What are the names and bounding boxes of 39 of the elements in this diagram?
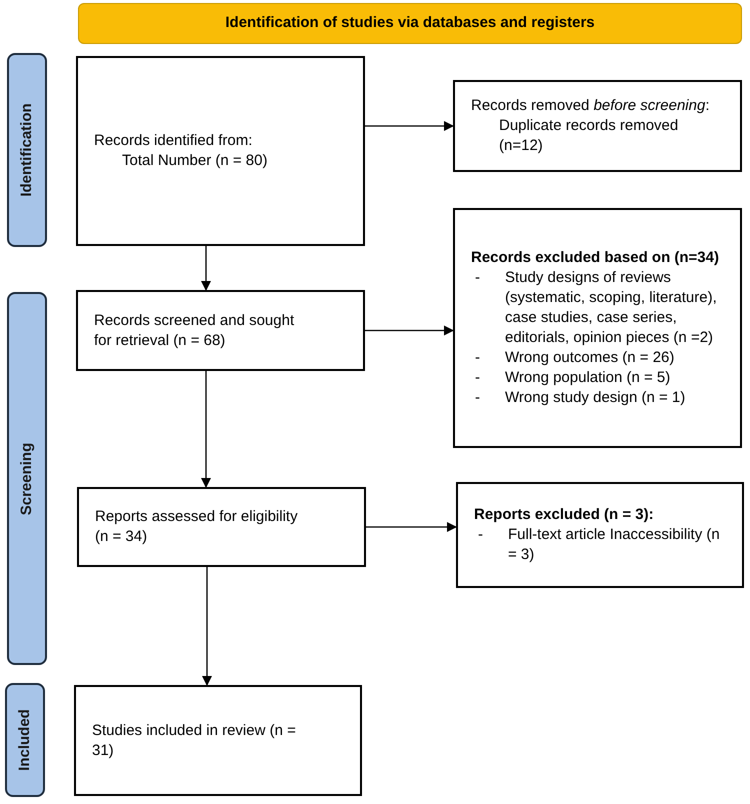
arrow (202, 567, 212, 686)
phase-label: Identification (18, 103, 35, 197)
list-item: Wrong population (n = 5) (505, 368, 670, 388)
section-header-band: Identification of studies via databases and registers (78, 3, 742, 44)
phase-label: Screening (18, 442, 35, 515)
box-text: Records removed before screening: (471, 96, 710, 116)
arrow (365, 121, 454, 131)
process-box (76, 56, 365, 246)
list-bullet: - (474, 348, 481, 368)
process-box (453, 80, 742, 172)
box-text: Records identified from: (94, 131, 254, 151)
box-text: Studies included in review (n = 31) (92, 720, 297, 760)
list-item: Wrong outcomes (n = 26) (505, 348, 674, 368)
box-heading: Records excluded based on (n=34) (471, 248, 720, 268)
list-bullet: - (474, 268, 481, 288)
phase-label-bar (5, 683, 45, 797)
list-item: Study designs of reviews (systematic, scoping, literature), case studies, case series, editorials, opinion pieces (n =2) (505, 268, 718, 348)
arrow (366, 522, 457, 532)
box-heading: Reports excluded (n = 3): (474, 505, 655, 525)
arrow (365, 326, 454, 336)
box-text: Total Number (n = 80) (121, 151, 268, 171)
process-box (74, 685, 362, 796)
list-item: Full-text article Inaccessibility (n = 3) (508, 525, 721, 565)
exclusion-box (456, 482, 744, 588)
phase-label-bar (7, 292, 47, 665)
phase-label-bar (7, 53, 47, 247)
process-box (76, 290, 365, 371)
arrow (201, 371, 211, 488)
box-text: Records screened and sought for retrieval (n = 68) (94, 310, 296, 350)
arrow (201, 246, 211, 291)
phase-label: Included (16, 709, 33, 771)
process-box (77, 487, 366, 567)
list-bullet: - (474, 388, 481, 408)
box-text: Reports assessed for eligibility (n = 34) (95, 507, 299, 547)
list-bullet: - (477, 525, 484, 545)
list-bullet: - (474, 368, 481, 388)
exclusion-box (453, 208, 742, 448)
box-text: Duplicate records removed (n=12) (498, 116, 680, 156)
list-item: Wrong study design (n = 1) (505, 388, 686, 408)
